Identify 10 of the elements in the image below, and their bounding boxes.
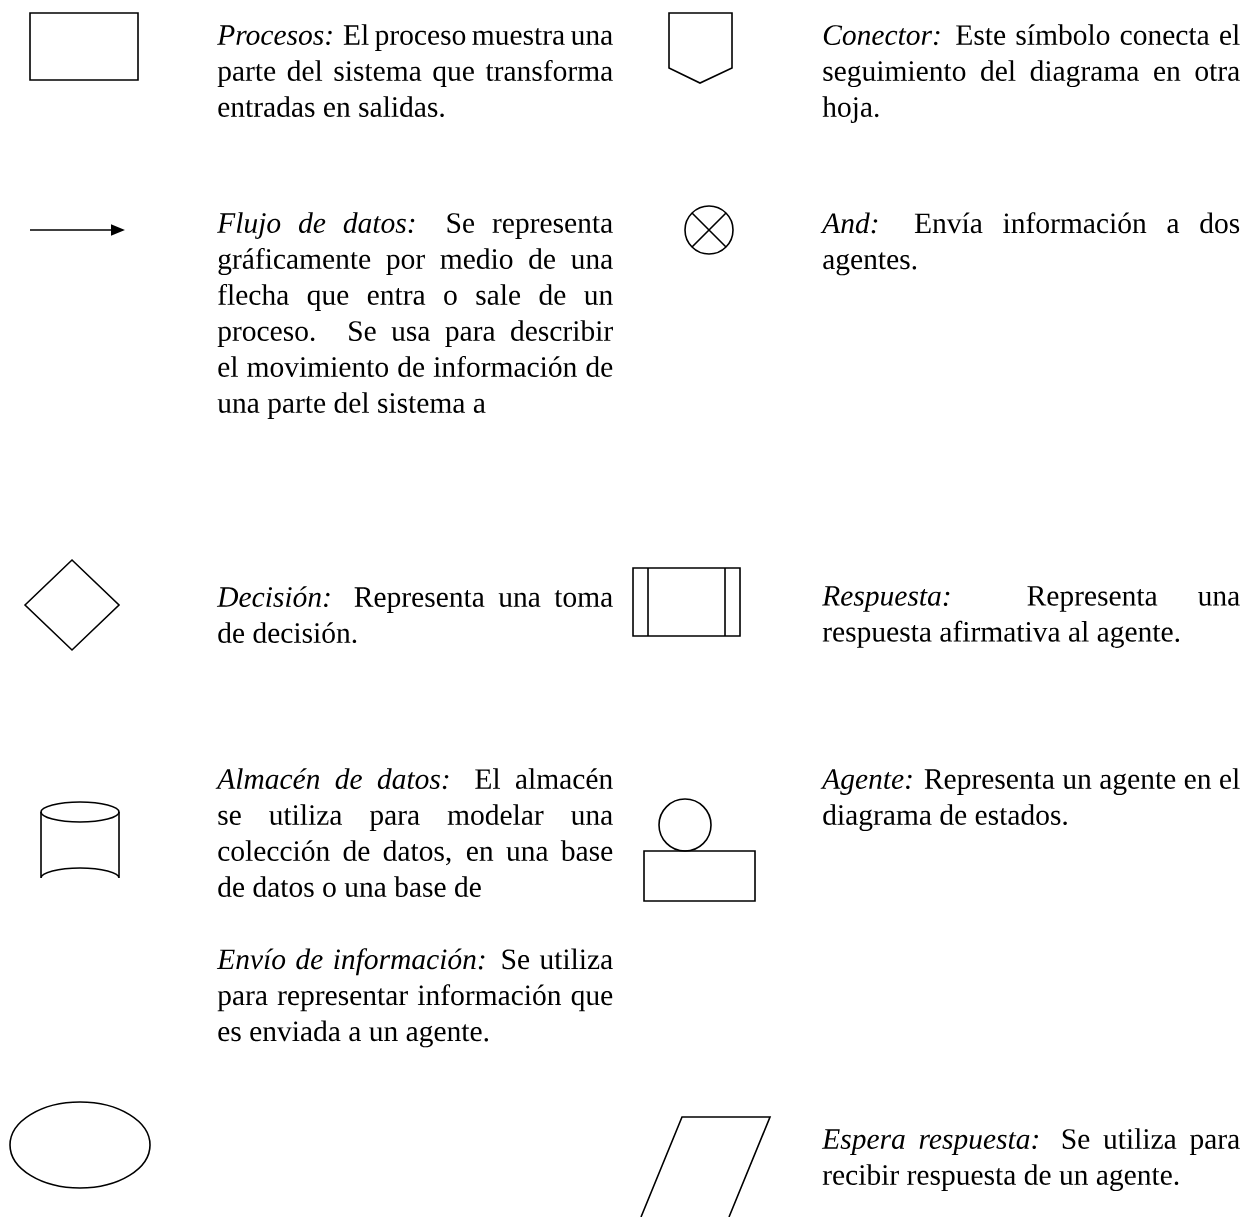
description-text: Almacén de datos: El almacén se utiliza para modelar una colección de datos, en una base de datos o una base de [215, 768, 613, 897]
description-text: Envío de información: Se utiliza para representar información que es enviada a un agente. [216, 948, 613, 1048]
description-text: Respuesta: Representa una respuesta afirmativa al agente. [822, 586, 1240, 648]
description-text: Agente: Representa un agente en el diagrama de estados. [820, 768, 1240, 832]
description-text: Flujo de datos: Se representa gráficamente por medio de una flecha que entra o sale de un proceso. Se usa para describir el movimiento de información de una parte del sistema a [217, 212, 613, 419]
description-text: Espera respuesta: Se utiliza para recibir respuesta de un agente. [821, 1128, 1240, 1192]
description-text: And: Envía información a dos agentes. [820, 212, 1240, 276]
description-text: Procesos: El proceso muestra una parte del sistema que transforma entradas en salidas. [217, 24, 613, 118]
description-text: Conector: Este símbolo conecta el seguimiento del diagrama en otra hoja. [822, 24, 1240, 123]
description-text: Decisión: Representa una toma de decisión. [216, 586, 613, 644]
